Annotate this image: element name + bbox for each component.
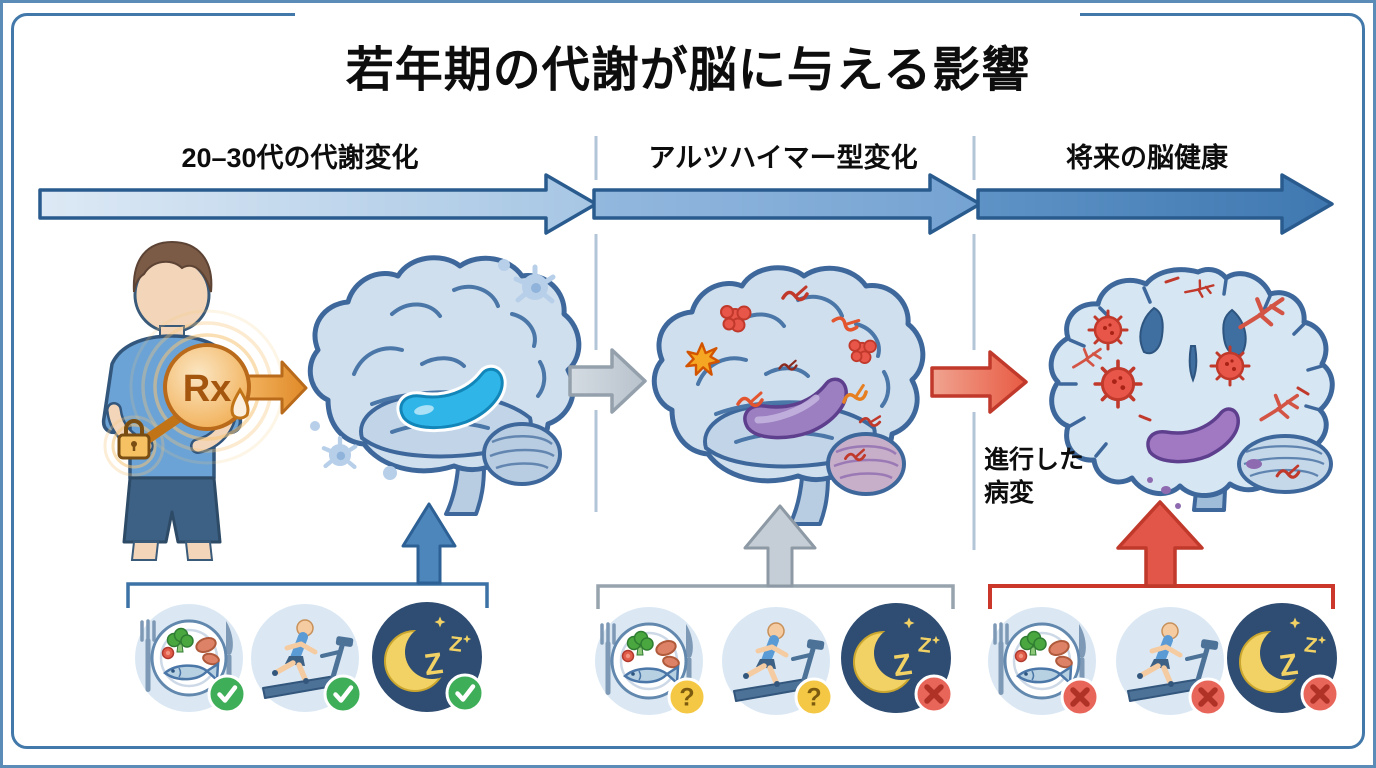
lesion-annotation-line2: 病変 (984, 479, 1035, 507)
transition-arrow-early (568, 348, 647, 414)
timeline-arrow (38, 173, 1334, 235)
timeline-arrow-stage-3 (976, 173, 1334, 235)
status-cross-badge (916, 676, 952, 712)
status-cross-badge (1062, 679, 1098, 715)
timeline-arrow-stage-2 (592, 173, 982, 235)
hippocampus-highlighted (396, 364, 507, 433)
lesion-annotation: 進行した 病変 (984, 444, 1084, 510)
brain-early-changes (654, 268, 923, 526)
padlock-icon (117, 419, 151, 460)
stage-label-metabolic-change: 20–30代の代謝変化 (181, 143, 419, 173)
lesion-plaque-icon (1087, 309, 1129, 351)
lesion-plaque-icon (1093, 359, 1143, 409)
page-title: 若年期の代謝が脳に与える影響 (345, 44, 1031, 97)
status-check-badge (209, 676, 245, 712)
status-cross-badge (1190, 679, 1226, 715)
hippocampus-atrophy (743, 377, 848, 440)
droplet-icon (230, 387, 250, 420)
timeline-arrow-stage-1 (38, 173, 598, 235)
hippocampus-degraded (1146, 407, 1262, 509)
stage3-lifestyle-group (988, 500, 1335, 609)
stage-label-future-brain-health: 将来の脳健康 (1066, 143, 1228, 173)
rx-glyph: Rx (183, 368, 232, 410)
status-check-badge (447, 675, 483, 711)
up-arrow-blue (401, 502, 457, 585)
brain-advanced-damage (1048, 267, 1335, 512)
status-question-badge (667, 677, 707, 717)
ventricles (1139, 306, 1247, 383)
stage2-lifestyle-group (596, 504, 955, 609)
up-arrow-red (1116, 500, 1204, 588)
lesion-annotation-line1: 進行した (984, 446, 1085, 474)
lesion-plaque-icon (1209, 345, 1251, 387)
stage1-lifestyle-group (126, 502, 489, 608)
status-question-badge (794, 677, 834, 717)
up-arrow-gray (743, 504, 817, 588)
stage-label-alzheimer-change: アルツハイマー型変化 (648, 143, 918, 173)
rx-metabolism-icon: Rx (103, 309, 308, 477)
rx-arrow (245, 360, 308, 415)
transition-arrow-advanced (930, 350, 1028, 414)
status-cross-badge (1302, 676, 1338, 712)
brain-healthy (310, 258, 579, 516)
status-check-badge (325, 676, 361, 712)
